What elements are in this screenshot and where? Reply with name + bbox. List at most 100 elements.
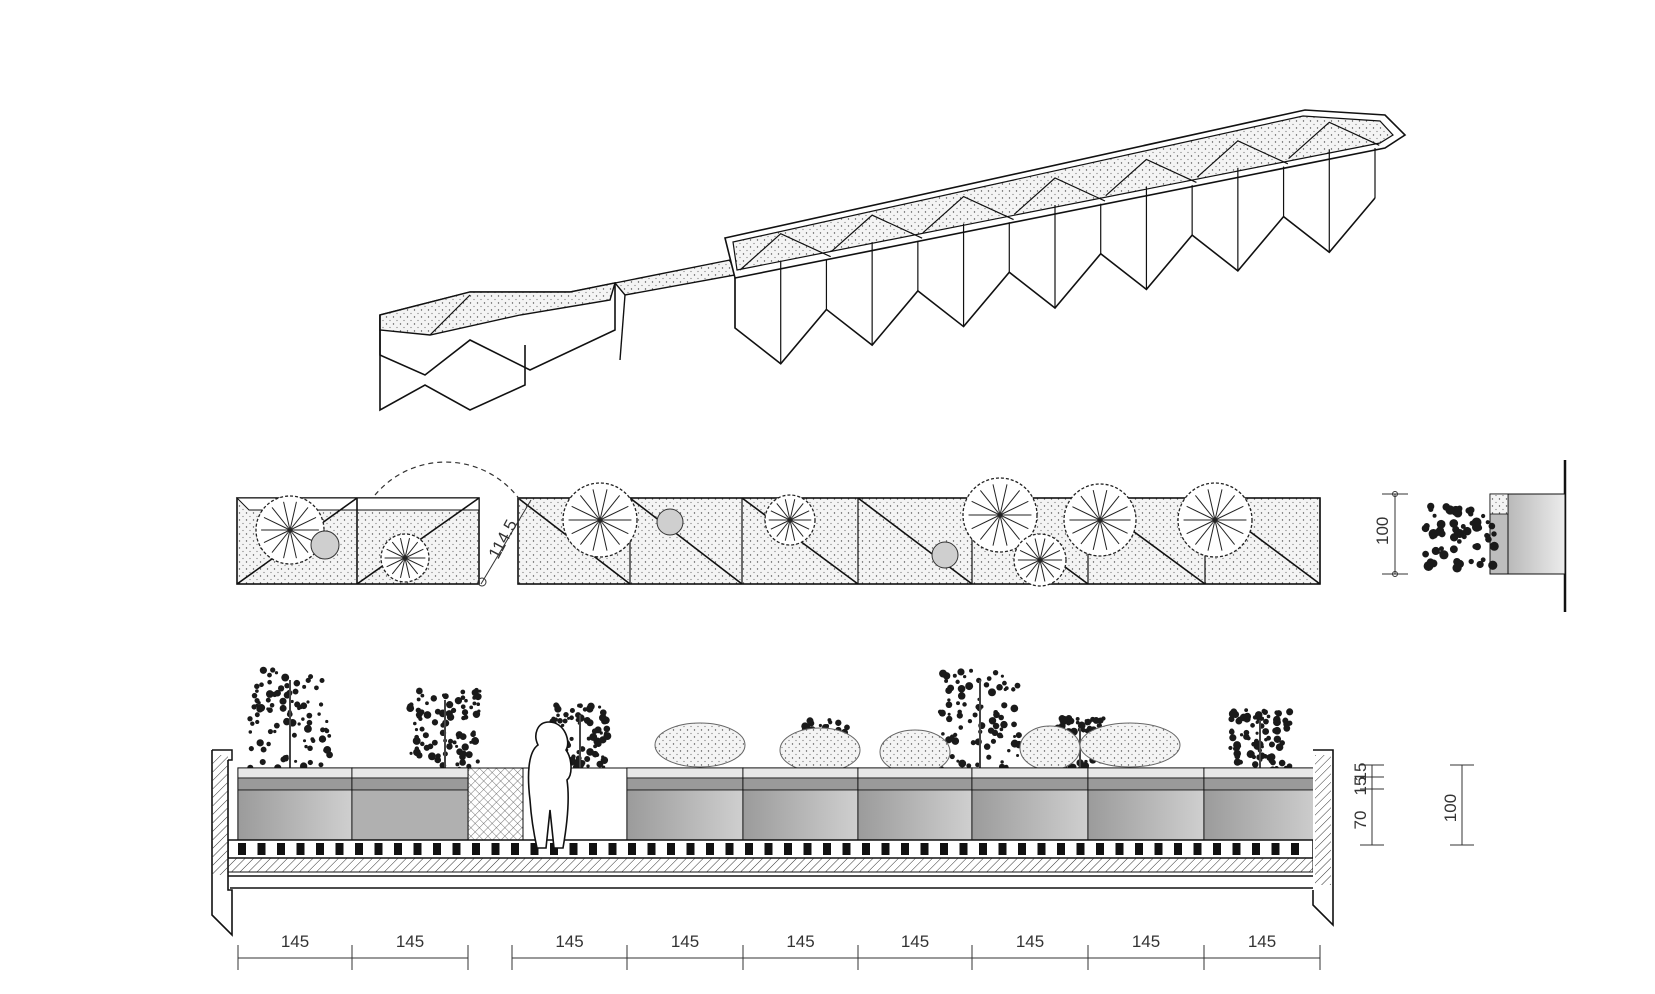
plan-tree-branch (1099, 519, 1120, 545)
plan-tree-branch (1072, 506, 1101, 521)
dimension-line-114 (480, 499, 532, 585)
opening-arc (374, 461, 521, 501)
elev-plant-leaf (956, 759, 960, 763)
elev-plant-leaf (256, 739, 264, 747)
plan-tree-branch (784, 519, 791, 541)
elev-plant-leaf (281, 673, 290, 682)
elev-plant-leaf (259, 758, 266, 766)
axo-main-zigzag (734, 197, 1376, 365)
plan-tree-branch (1186, 519, 1216, 535)
elev-plant-leaf (472, 701, 477, 706)
plan-tree-branch (599, 495, 620, 521)
axo-main-ridge (831, 214, 923, 252)
side-plant-leaf (1436, 526, 1445, 535)
elev-plant-leaf (963, 674, 967, 679)
plan-tree-branch (1092, 490, 1101, 521)
side-plant-leaf (1449, 533, 1459, 542)
plan-tree-branch (386, 557, 406, 568)
elev-plant-leaf (603, 725, 611, 733)
elev-plant-leaf (562, 718, 568, 724)
elev-drain-cell (1232, 843, 1241, 855)
elev-plant-leaf (945, 701, 953, 709)
elev-plant-leaf (306, 700, 310, 704)
elev-plant-leaf (412, 737, 421, 745)
elev-plant-leaf (1243, 733, 1250, 740)
plan-tree-branch (283, 501, 291, 531)
elev-plant-leaf (461, 709, 469, 716)
elev-plant-leaf (283, 691, 291, 699)
plan-tree-branch (1214, 519, 1244, 535)
axo-connector-edge (619, 294, 626, 361)
elev-plant-leaf (957, 684, 966, 693)
elev-plant-leaf (962, 702, 967, 707)
elev-planter-rim (1087, 767, 1205, 779)
elev-plant-leaf (1239, 733, 1244, 737)
elev-plant-leaf (307, 745, 313, 751)
elev-plant-leaf (425, 701, 429, 706)
elev-plant-leaf (1228, 729, 1235, 735)
elev-plant-leaf (988, 688, 996, 697)
plan-tree-branch (1034, 538, 1041, 561)
elev-drain-cell (1252, 843, 1260, 855)
plan-tree-branch (271, 529, 291, 553)
elev-module-label: 145 (1016, 932, 1044, 951)
axo-main-ridge (1105, 158, 1197, 197)
side-plant-leaf (1489, 541, 1499, 551)
elev-plant-leaf (1278, 759, 1286, 767)
side-plant-leaf (1431, 546, 1440, 556)
elev-plant-leaf (259, 682, 264, 688)
elev-plant-leaf (406, 704, 415, 713)
elev-plant-leaf (265, 697, 271, 703)
side-plant-leaf (1428, 506, 1434, 513)
elev-plant-leaf (1286, 708, 1294, 716)
elev-plant-leaf (1067, 716, 1073, 722)
plan-tree-branch (599, 519, 629, 535)
elev-plant-leaf (1274, 710, 1279, 715)
elev-plant-leaf (306, 712, 313, 719)
elev-plant-leaf (257, 701, 261, 705)
elev-planter-rim (742, 767, 859, 779)
elev-plant-leaf (415, 687, 423, 695)
elev-plant-leaf (308, 674, 314, 680)
plan-tree-branch (789, 510, 810, 521)
elev-drain-cell (1096, 843, 1104, 855)
elev-planter-rim (351, 767, 469, 779)
plan-tree-branch (1195, 495, 1216, 521)
elev-plant-leaf (809, 718, 813, 722)
elev-gap-hatch (467, 767, 524, 841)
axonometric-view (379, 109, 1407, 412)
elev-plant-leaf (956, 701, 960, 706)
plan-tree-branch (1195, 519, 1216, 545)
elev-plant-leaf (1011, 687, 1016, 692)
elev-drain-cell (784, 843, 792, 855)
elev-planter-rim (1203, 767, 1321, 779)
plan-tree-branch (404, 548, 424, 559)
elev-plant-leaf (601, 755, 605, 759)
elev-plant-leaf (294, 701, 301, 708)
axo-left-top (379, 282, 616, 336)
elev-plant-leaf (567, 716, 571, 720)
elev-planter-soil (1087, 777, 1205, 791)
plan-tree-branch (283, 529, 291, 559)
elev-plant-leaf (1075, 716, 1080, 721)
elev-plant-leaf (949, 734, 955, 740)
elev-plant-leaf (310, 737, 315, 742)
elev-plant-leaf (446, 701, 454, 709)
plan-tree-branch (784, 499, 791, 521)
elev-plant-leaf (304, 724, 312, 733)
elev-drain-cell (667, 843, 675, 855)
elev-plant-leaf (966, 763, 972, 769)
elev-plant-leaf (409, 751, 413, 755)
elev-plant-leaf (965, 682, 974, 691)
elev-plant-leaf (269, 702, 275, 708)
elev-module-label: 145 (396, 932, 424, 951)
plan-tree-branch (1034, 559, 1041, 582)
elev-planter-rim (857, 767, 973, 779)
elev-plant-leaf (460, 704, 466, 710)
elev-plant-leaf (949, 685, 954, 690)
elev-shrub (1079, 722, 1181, 768)
side-plant-leaf (1460, 524, 1466, 529)
elev-plant-leaf (1084, 719, 1088, 723)
side-plant-leaf (1462, 526, 1472, 536)
plan-tree-branch (1214, 519, 1235, 545)
